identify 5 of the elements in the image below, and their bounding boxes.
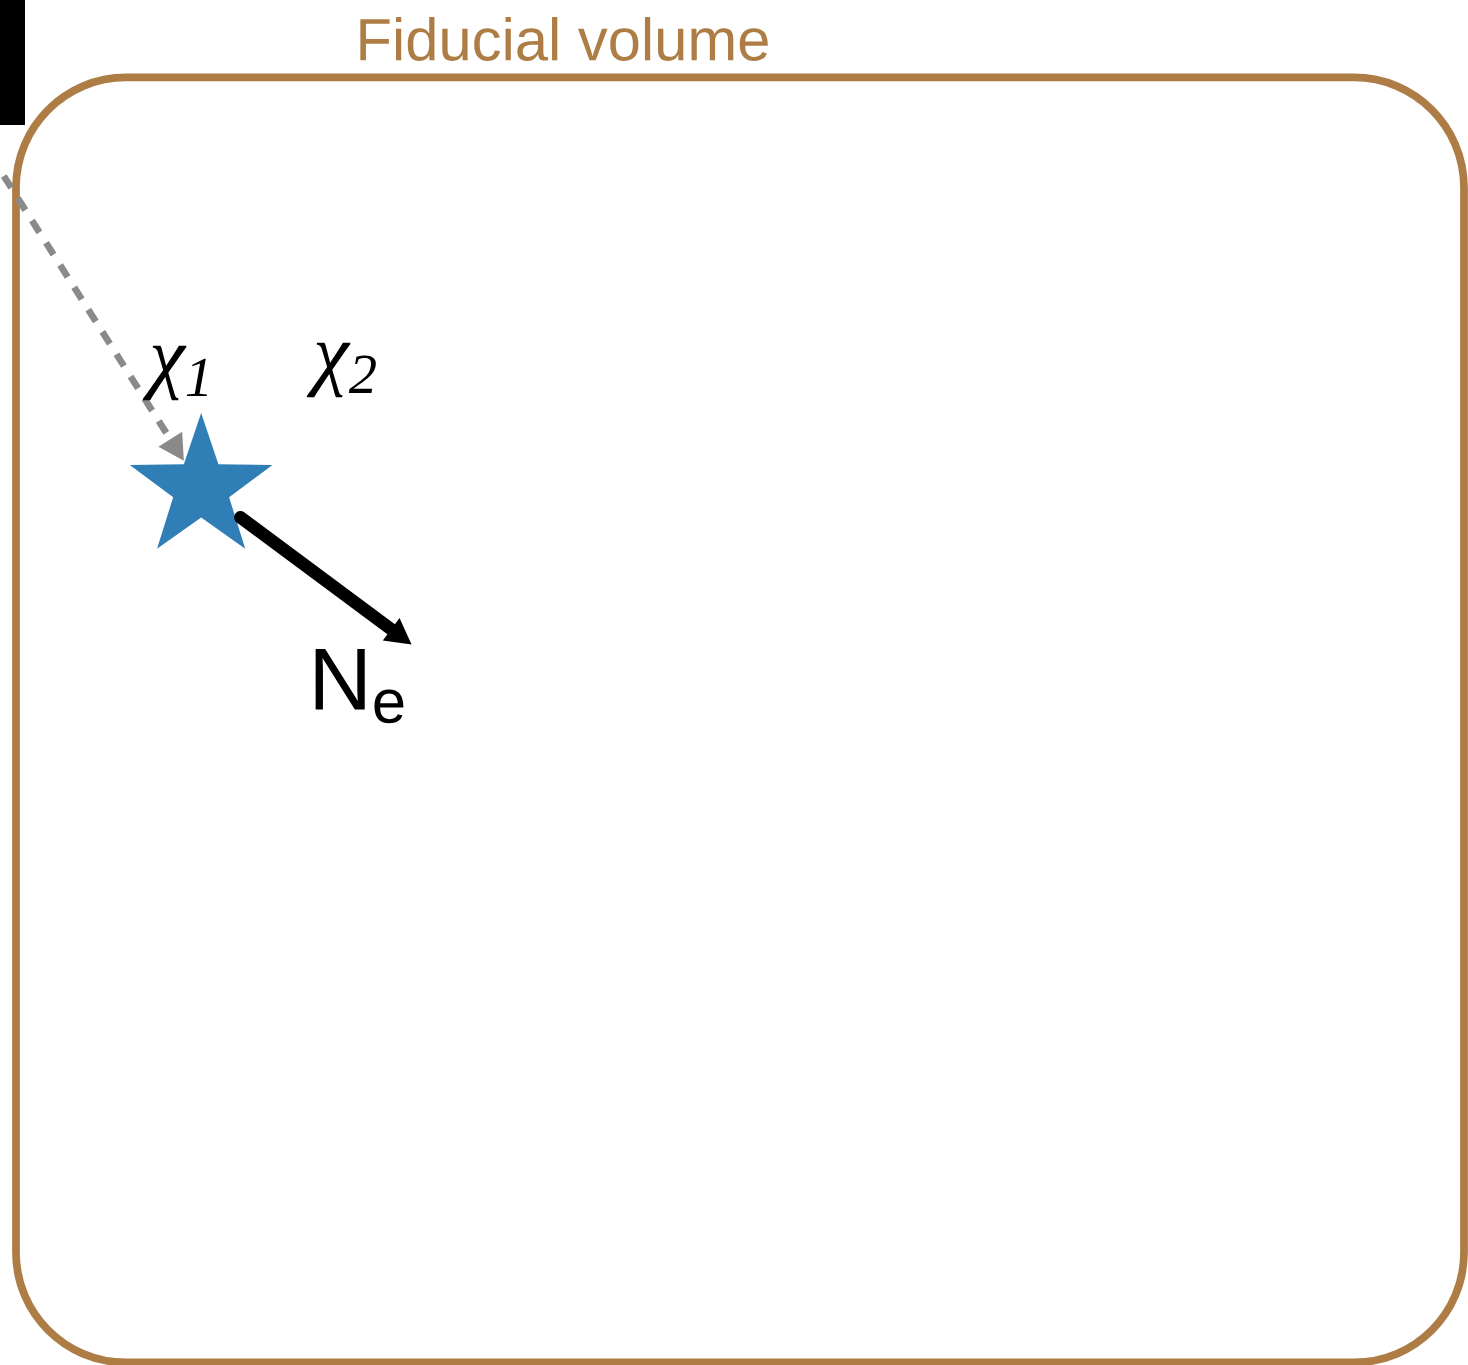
symbol-label: χ$_{2}$ bbox=[306, 342, 376, 398]
symbol-label: N$_{e}$ bbox=[315, 649, 404, 724]
box-title: Fiducial volume bbox=[360, 17, 768, 61]
star-shape bbox=[129, 413, 273, 549]
symbol-label: χ$_{1}$ bbox=[142, 345, 207, 401]
